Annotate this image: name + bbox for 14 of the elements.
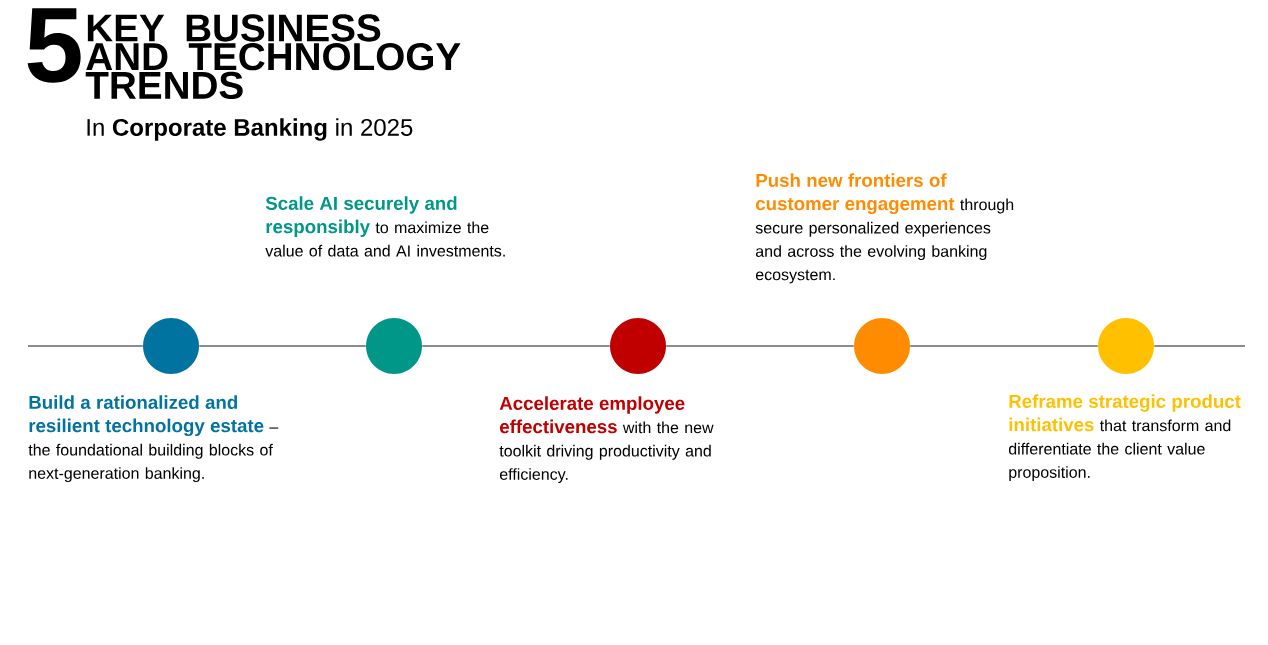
trend-description: Build a rationalized and resilient technology estate – the foundational building blocks of next-generation banking.: [28, 395, 279, 483]
timeline-line: [199, 344, 366, 348]
timeline-line: [910, 344, 1098, 348]
timeline-line: [28, 344, 143, 348]
timeline-line: [422, 344, 610, 348]
trend-description: Scale AI securely and responsibly to maximize the value of data and AI investments.: [265, 196, 505, 257]
big-number: 5: [27, 8, 81, 83]
trend-description: Push new frontiers of customer engagement through secure personalized experiences and across the evolving banking ecosystem.: [755, 173, 1014, 284]
trend-description: Reframe strategic product initiatives that transform and differentiate the client value proposition.: [1008, 394, 1241, 482]
trend-description: Accelerate employee effectiveness with the new toolkit driving productivity and efficiency.: [499, 396, 714, 484]
subtitle: In Corporate Banking in 2025: [87, 118, 413, 141]
timeline-line: [1154, 344, 1245, 348]
title: KEY BUSINESS AND TECHNOLOGY TRENDS: [85, 14, 461, 100]
timeline-line: [666, 344, 854, 348]
